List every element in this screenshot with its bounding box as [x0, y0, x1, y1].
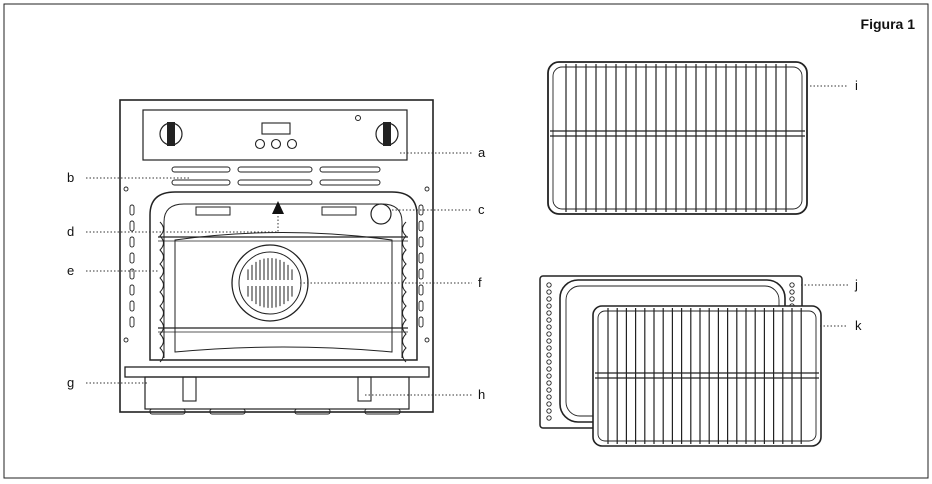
tray-hole: [546, 282, 552, 288]
wire-rack-frame: [547, 61, 808, 215]
tray-hole: [546, 324, 552, 330]
timer-display: [261, 122, 291, 135]
oven-lamp: [370, 203, 392, 225]
wire-rack: [547, 61, 808, 215]
rail-slot: [418, 252, 424, 264]
tray-hole: [789, 282, 795, 288]
tray-hole: [546, 338, 552, 344]
wire-rack-inner-frame: [552, 66, 803, 210]
side-rail-slots: [129, 204, 424, 328]
rail-slot: [418, 268, 424, 280]
wire-rack-small-inner-frame: [597, 310, 817, 442]
control-panel: [142, 109, 408, 161]
tray-hole: [546, 296, 552, 302]
tray-hole: [546, 352, 552, 358]
oven-feet: [149, 408, 401, 415]
tray-hole: [546, 289, 552, 295]
tray-hole: [546, 408, 552, 414]
label-c: c: [478, 202, 485, 217]
rail-slot: [129, 268, 135, 280]
rail-slot: [129, 284, 135, 296]
rail-slot: [418, 316, 424, 328]
label-k: k: [855, 318, 862, 333]
left-rack-support: [159, 221, 164, 363]
tray-hole: [546, 373, 552, 379]
rail-slot: [129, 252, 135, 264]
right-rack-support: [402, 221, 407, 363]
leader-lines: [86, 152, 472, 396]
oven-back-panel: [174, 232, 393, 353]
rail-slot: [129, 316, 135, 328]
hinge-left: [182, 376, 197, 402]
tray-hole: [546, 310, 552, 316]
tray-hole: [546, 317, 552, 323]
wire-rack-small: [592, 305, 822, 447]
label-j: j: [854, 277, 858, 292]
rail-slot: [418, 300, 424, 312]
wire-rack-small-frame: [592, 305, 822, 447]
tray-hole: [546, 359, 552, 365]
right-knob: [375, 122, 399, 146]
tray-hole: [546, 394, 552, 400]
tray-hole: [789, 296, 795, 302]
oven-housing: [119, 99, 434, 413]
door-handle-bar: [144, 376, 410, 410]
tray-hole: [546, 303, 552, 309]
tray-hole: [546, 345, 552, 351]
grill-element-right: [321, 206, 357, 216]
tray-hole: [546, 387, 552, 393]
tray-hole: [546, 331, 552, 337]
side-screws: [123, 186, 430, 343]
control-button: [254, 138, 266, 150]
label-e: e: [67, 263, 74, 278]
label-b: b: [67, 170, 74, 185]
oven-illustration: [119, 99, 434, 415]
label-i: i: [855, 78, 858, 93]
figure-title: Figura 1: [861, 16, 916, 32]
hinge-right: [357, 376, 372, 402]
figure-border: [3, 3, 929, 479]
label-g: g: [67, 375, 74, 390]
label-f: f: [478, 275, 482, 290]
convection-fan: [231, 244, 309, 322]
tray-hole: [546, 380, 552, 386]
left-knob: [159, 122, 183, 146]
rail-slot: [418, 236, 424, 248]
label-a: a: [478, 145, 486, 160]
rail-slot: [418, 284, 424, 296]
grill-element-left: [195, 206, 231, 216]
rail-slot: [129, 204, 135, 216]
rail-slot: [418, 220, 424, 232]
rail-slot: [129, 236, 135, 248]
tray-hole: [546, 415, 552, 421]
tray-hole: [789, 289, 795, 295]
door-base: [124, 366, 430, 378]
leader-d: [86, 216, 279, 233]
cooling-vents: [171, 166, 381, 186]
part-labels: a b c d e f g h: [67, 145, 486, 402]
control-button: [286, 138, 298, 150]
label-h: h: [478, 387, 485, 402]
oven-cavity-inner: [163, 203, 403, 358]
rail-slot: [129, 300, 135, 312]
tray-hole: [546, 401, 552, 407]
indicator-light: [355, 115, 361, 121]
label-d: d: [67, 224, 74, 239]
rail-slot: [418, 204, 424, 216]
air-flow-arrow-icon: [272, 201, 284, 214]
tray-hole: [546, 366, 552, 372]
rail-slot: [129, 220, 135, 232]
control-button: [270, 138, 282, 150]
